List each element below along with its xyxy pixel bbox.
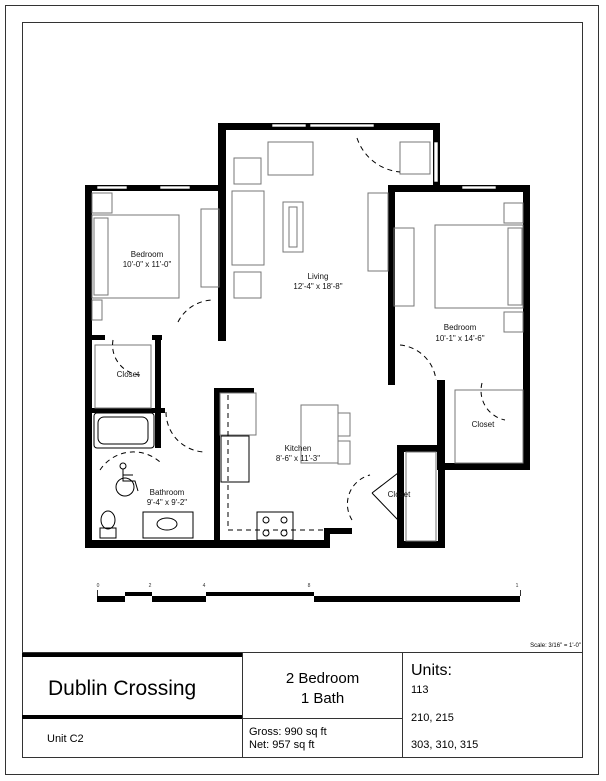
scale-tick: 0 [97,583,100,589]
wheelchair-accessible-icon [115,462,139,497]
room-label: Bathroom [150,488,185,497]
bath-count: 1 Bath [300,690,345,707]
room-size: 10'-1" x 14'-6" [435,334,484,343]
gross-area: Gross: 990 sq ft [249,726,327,738]
room-label: Closet [117,370,140,379]
room-size: 8'-6" x 11'-3" [276,454,320,463]
unit-name: Unit C2 [47,733,84,745]
room-label: Kitchen [285,444,312,453]
door-swings [99,137,506,521]
room-label: Closet [388,490,411,499]
scale-tick: 4 [203,583,206,589]
scale-bar: 0 2 4 8 1 [97,583,521,602]
room-label: Closet [472,420,495,429]
title-block: Dublin Crossing Unit C2 2 Bedroom 1 Bath… [22,652,583,758]
bedroom-count: 2 Bedroom [285,670,360,687]
scale-tick: 8 [308,583,311,589]
unit-list: 113 [411,684,429,696]
scale-text: Scale: 3/16" = 1'-0" [530,643,581,649]
scale-tick: 1 [516,583,519,589]
net-area: Net: 957 sq ft [249,739,315,751]
room-label: Bedroom [131,250,164,259]
room-size: 9'-4" x 9'-2" [147,498,187,507]
page-border [5,5,599,775]
project-name: Dublin Crossing [48,677,197,700]
unit-list: 210, 215 [411,712,454,724]
unit-type-cell: 2 Bedroom 1 Bath Gross: 990 sq ft Net: 9… [242,653,403,758]
sheet-frame [22,22,583,758]
furniture [91,141,524,542]
room-label: Bedroom [444,323,477,332]
units-label: Units: [411,662,452,679]
room-size: 12'-4" x 18'-8" [293,282,342,291]
room-size: 10'-0" x 11'-0" [123,260,172,269]
walls [85,123,530,548]
room-label: Living [308,272,329,281]
scale-tick: 2 [149,583,152,589]
project-cell: Dublin Crossing [22,653,242,719]
windows [96,123,497,190]
unit-list: 303, 310, 315 [411,739,479,751]
